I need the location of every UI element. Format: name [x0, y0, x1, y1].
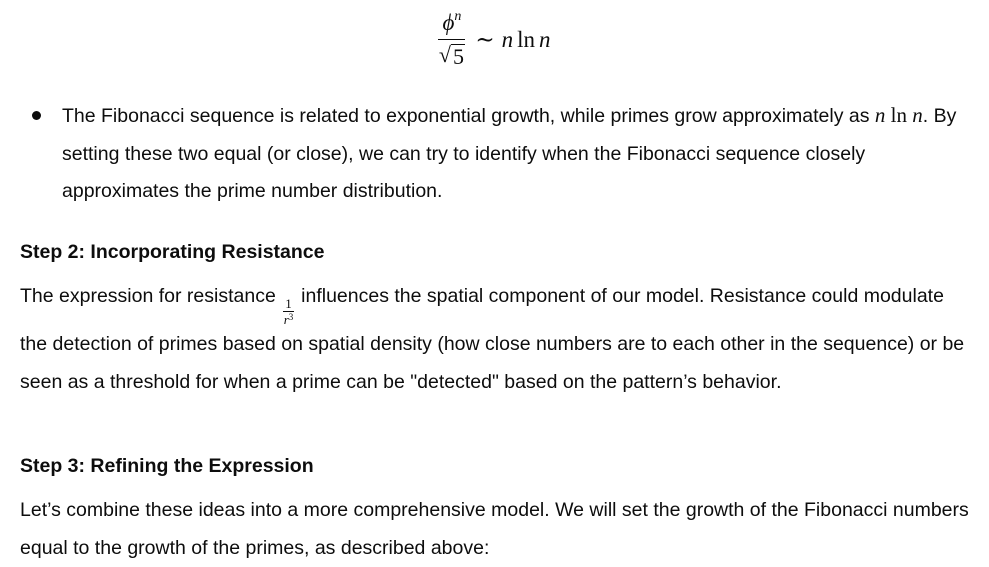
step2-text-start: The expression for resistance	[20, 285, 276, 307]
rhs-var-n: n	[501, 26, 514, 52]
step3-heading: Step 3: Refining the Expression	[20, 455, 314, 477]
rhs-var-n2: n	[539, 26, 551, 52]
inline-fraction-bar	[283, 311, 294, 312]
bullet-text-end: . By setting these two equal (or close),…	[62, 105, 957, 202]
phi-symbol: ϕ	[442, 9, 455, 35]
inline-math-nlnn: n ln n	[875, 103, 923, 127]
fraction: ϕn √5	[438, 8, 466, 68]
math-ln: ln	[890, 103, 908, 127]
fraction-numerator: ϕn	[438, 8, 465, 39]
sqrt-icon: √	[438, 42, 451, 68]
relation-symbol: ∼	[475, 26, 495, 52]
var-r: r	[283, 312, 289, 327]
math-n: n	[874, 103, 886, 127]
exponent-3: 3	[288, 312, 294, 322]
fraction-bar	[438, 38, 466, 41]
list-item: The Fibonacci sequence is related to exp…	[0, 97, 967, 211]
exponent: n	[454, 8, 462, 24]
step2-text-end: influences the spatial component of our …	[20, 285, 965, 393]
radicand: 5	[450, 44, 465, 70]
step2-heading: Step 2: Incorporating Resistance	[20, 241, 325, 263]
inline-fraction-denominator: r3	[283, 312, 294, 327]
rhs-ln: ln	[517, 26, 536, 52]
fraction-denominator: √5	[439, 40, 465, 68]
step3-paragraph: Let’s combine these ideas into a more co…	[20, 499, 969, 559]
bullet-text-start: The Fibonacci sequence is related to exp…	[62, 105, 870, 127]
bullet-list: The Fibonacci sequence is related to exp…	[0, 97, 960, 211]
inline-fraction-numerator: 1	[285, 296, 292, 311]
math-n2: n	[912, 103, 923, 127]
bullet-icon	[32, 111, 41, 120]
